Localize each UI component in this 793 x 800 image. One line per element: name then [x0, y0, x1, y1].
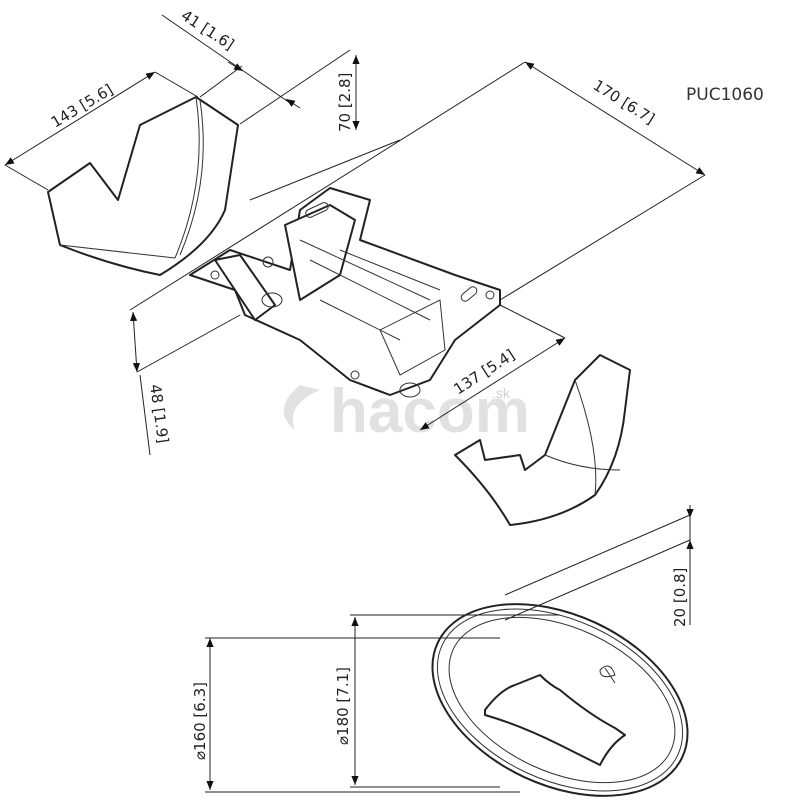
dim-label-diameter-180: ⌀180 [7.1] [334, 667, 352, 745]
dim-label-diameter-160: ⌀160 [6.3] [191, 682, 209, 760]
svg-text:.sk: .sk [492, 385, 511, 401]
clip-piece-right [454, 354, 631, 526]
dim-label-170: 170 [6.7] [590, 76, 658, 128]
clip-piece-left [47, 96, 239, 276]
dim-label-20: 20 [0.8] [671, 568, 689, 627]
dim-label-70: 70 [2.8] [336, 73, 354, 132]
dim-label-143: 143 [5.6] [48, 80, 116, 131]
round-base [431, 603, 689, 797]
dim-label-48: 48 [1.9] [146, 383, 172, 444]
model-number: PUC1060 [686, 85, 764, 105]
dimension-lines [4, 14, 706, 793]
mounting-frame [189, 187, 501, 398]
brand-logo [599, 665, 616, 684]
